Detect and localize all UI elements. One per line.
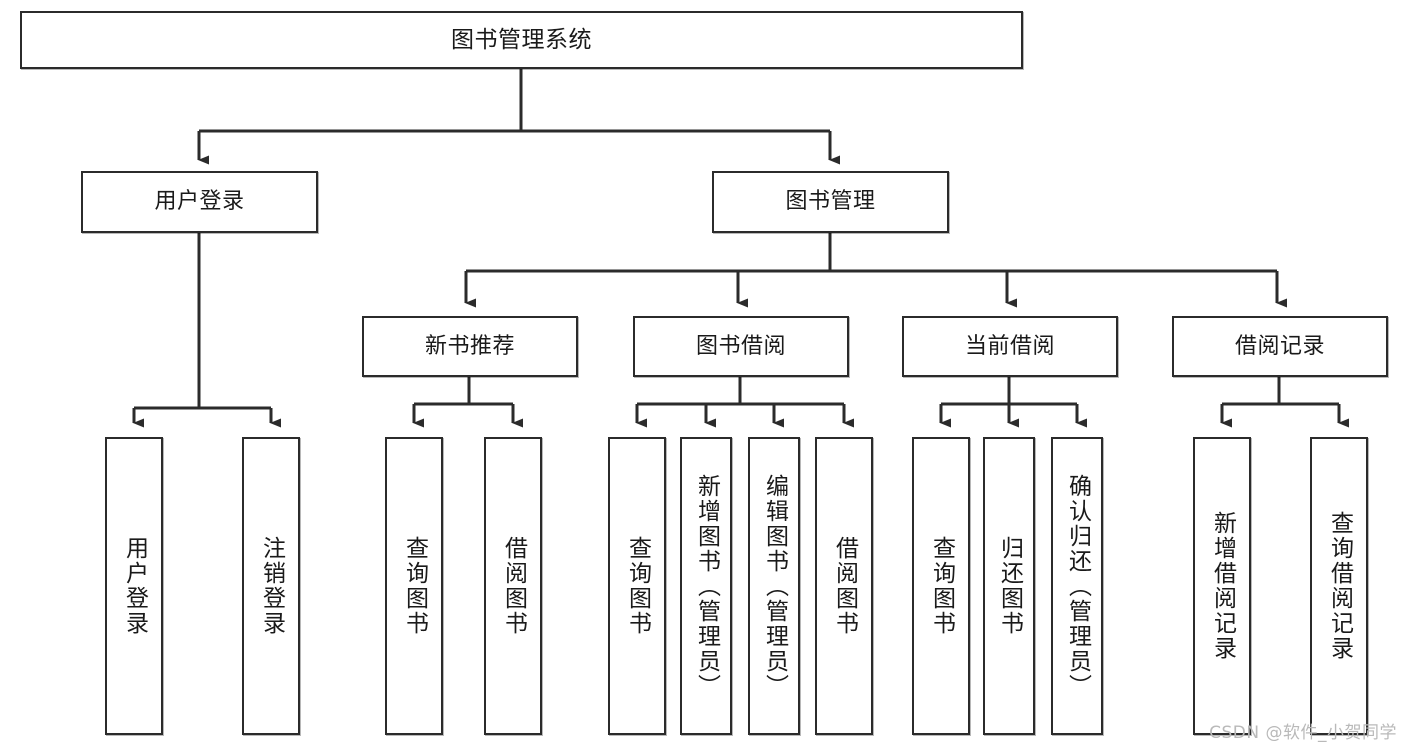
node-new-book-recommend[interactable]: 新书推荐 (362, 316, 578, 377)
node-label: 确认归还（管理员） (1064, 473, 1091, 699)
leaf-borrow-query-book[interactable]: 查询图书 (608, 437, 666, 735)
node-book-management[interactable]: 图书管理 (712, 171, 949, 233)
node-root-system[interactable]: 图书管理系统 (20, 11, 1023, 69)
node-label: 注销登录 (258, 536, 285, 636)
node-label: 用户登录 (154, 189, 245, 215)
node-label: 图书借阅 (695, 333, 786, 359)
node-label: 查询图书 (401, 536, 428, 636)
watermark: CSDN @软件_小贺同学 (1209, 723, 1397, 743)
node-label: 图书管理 (785, 189, 876, 215)
leaf-borrow-edit-book-admin[interactable]: 编辑图书（管理员） (748, 437, 800, 735)
node-label: 借阅记录 (1234, 333, 1325, 359)
node-label: 编辑图书（管理员） (761, 473, 788, 699)
node-label: 新增图书（管理员） (693, 473, 720, 699)
node-current-borrow[interactable]: 当前借阅 (902, 316, 1118, 377)
node-label: 查询图书 (928, 536, 955, 636)
node-label: 新增借阅记录 (1209, 511, 1236, 661)
node-label: 图书管理系统 (451, 26, 592, 53)
node-label: 借阅图书 (831, 536, 858, 636)
leaf-current-confirm-return-admin[interactable]: 确认归还（管理员） (1051, 437, 1103, 735)
node-user-login[interactable]: 用户登录 (81, 171, 318, 233)
leaf-borrow-borrow-book[interactable]: 借阅图书 (815, 437, 873, 735)
node-label: 当前借阅 (964, 333, 1055, 359)
leaf-recommend-query-book[interactable]: 查询图书 (385, 437, 443, 735)
leaf-record-query-borrow-record[interactable]: 查询借阅记录 (1310, 437, 1368, 735)
node-label: 借阅图书 (500, 536, 527, 636)
leaf-borrow-add-book-admin[interactable]: 新增图书（管理员） (680, 437, 732, 735)
leaf-record-add-borrow-record[interactable]: 新增借阅记录 (1193, 437, 1251, 735)
leaf-current-return-book[interactable]: 归还图书 (983, 437, 1035, 735)
leaf-user-logout[interactable]: 注销登录 (242, 437, 300, 735)
node-label: 用户登录 (121, 536, 148, 636)
node-label: 查询图书 (624, 536, 651, 636)
node-borrow-record[interactable]: 借阅记录 (1172, 316, 1388, 377)
node-label: 新书推荐 (424, 333, 515, 359)
leaf-recommend-borrow-book[interactable]: 借阅图书 (484, 437, 542, 735)
node-label: 查询借阅记录 (1326, 511, 1353, 661)
node-label: 归还图书 (996, 536, 1023, 636)
leaf-current-query-book[interactable]: 查询图书 (912, 437, 970, 735)
node-book-borrow[interactable]: 图书借阅 (633, 316, 849, 377)
leaf-user-login[interactable]: 用户登录 (105, 437, 163, 735)
